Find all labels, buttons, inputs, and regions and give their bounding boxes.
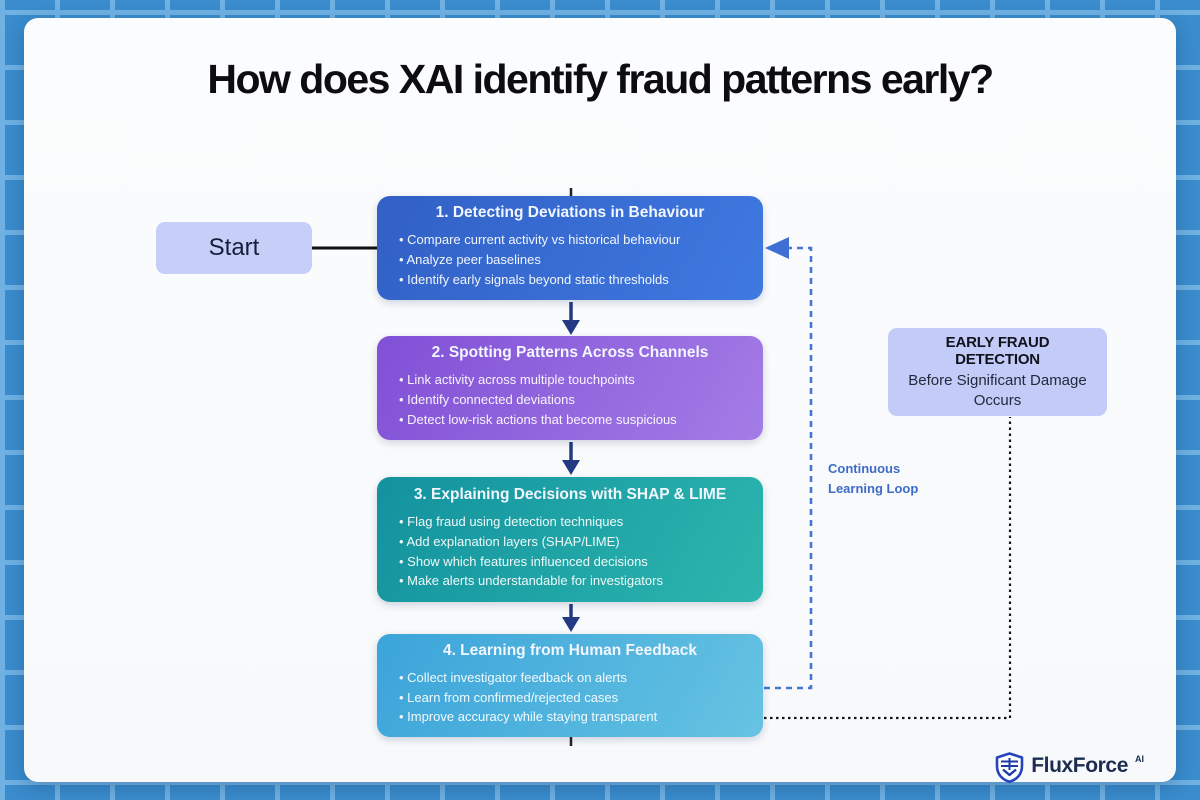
shield-icon (995, 752, 1024, 788)
callout-box: EARLY FRAUD DETECTION Before Significant… (888, 328, 1107, 416)
step-bullet-list: Link activity across multiple touchpoint… (393, 370, 747, 429)
loop-label: Continuous Learning Loop (828, 461, 919, 497)
step-bullet: Link activity across multiple touchpoint… (399, 370, 747, 390)
start-label: Start (208, 234, 260, 261)
step-title: 4. Learning from Human Feedback (442, 641, 698, 659)
step-bullet: Collect investigator feedback on alerts (399, 668, 747, 688)
brand-name: FluxForce (1031, 754, 1128, 777)
flow-step-2: 2. Spotting Patterns Across Channels Lin… (377, 336, 763, 440)
step-bullet: Flag fraud using detection techniques (399, 512, 747, 532)
step-bullet: Compare current activity vs historical b… (399, 230, 747, 250)
flow-step-1: 1. Detecting Deviations in Behaviour Com… (377, 196, 763, 300)
step-title: 1. Detecting Deviations in Behaviour (435, 204, 705, 222)
step-bullet: Show which features influenced decisions (399, 552, 747, 572)
step-bullet: Improve accuracy while staying transpare… (399, 707, 747, 727)
callout-title: EARLY FRAUD DETECTION (945, 334, 1050, 368)
step-title: 3. Explaining Decisions with SHAP & LIME (413, 486, 727, 503)
step-bullet: Analyze peer baselines (399, 250, 747, 270)
step-bullet-list: Compare current activity vs historical b… (393, 230, 747, 289)
step-bullet: Detect low-risk actions that become susp… (399, 410, 747, 430)
step-bullet: Add explanation layers (SHAP/LIME) (399, 532, 747, 552)
flow-step-3: 3. Explaining Decisions with SHAP & LIME… (377, 477, 763, 602)
step-bullet: Learn from confirmed/rejected cases (399, 688, 747, 708)
brand-logo: FluxForce AI (995, 752, 1144, 788)
step-bullet-list: Collect investigator feedback on alerts … (393, 668, 747, 727)
step-bullet: Make alerts understandable for investiga… (399, 571, 747, 591)
step-bullet: Identify early signals beyond static thr… (399, 270, 747, 290)
start-node: Start (156, 222, 312, 274)
callout-subtitle: Before Significant Damage Occurs (908, 372, 1087, 409)
step-bullet-list: Flag fraud using detection techniques Ad… (393, 512, 747, 591)
step-title: 2. Spotting Patterns Across Channels (431, 344, 709, 362)
brand-superscript: AI (1135, 754, 1144, 764)
step-bullet: Identify connected deviations (399, 390, 747, 410)
page-title: How does XAI identify fraud patterns ear… (207, 56, 994, 102)
flow-step-4: 4. Learning from Human Feedback Collect … (377, 634, 763, 737)
